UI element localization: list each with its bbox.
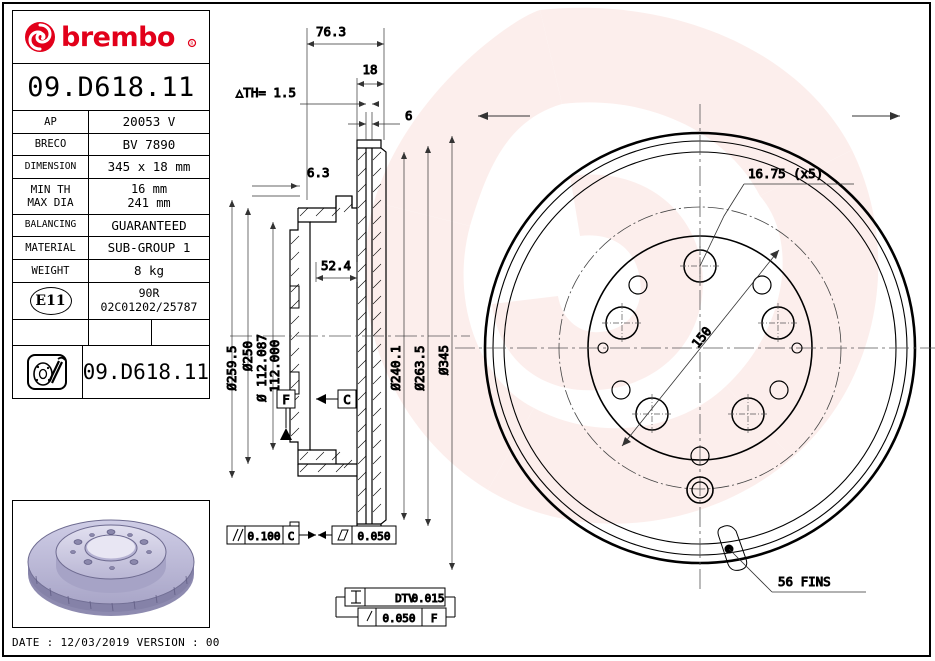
info-table: brembo R 09.D618.11 AP 20053 V BRECO BV …	[12, 10, 210, 399]
datum-c-label: C	[343, 392, 351, 407]
row-bottom-part-number: 09.D618.11	[13, 345, 209, 398]
label-dimension: DIMENSION	[13, 156, 89, 178]
label-bolt-circle: 150	[689, 324, 715, 351]
footer-date: DATE : 12/03/2019 VERSION : 00	[12, 636, 220, 649]
label-fins: 56 FINS	[778, 574, 831, 589]
row-balancing: BALANCING GUARANTEED	[13, 214, 209, 238]
brembo-logo: brembo R	[13, 11, 209, 63]
dim-dia-112-000: 112.000	[267, 340, 282, 393]
row-material: MATERIAL SUB-GROUP 1	[13, 237, 209, 260]
brake-disc-pad-icon	[13, 345, 83, 398]
brake-disc-3d-render	[27, 519, 195, 616]
label-min-th-max-dia: MIN TH MAX DIA	[13, 178, 89, 214]
dim-6: 6	[405, 108, 413, 123]
logo-row: brembo R	[13, 11, 209, 64]
label-bolt-hole-dia: 16.75 (x5)	[748, 166, 823, 181]
tol-runout-datum: F	[431, 612, 438, 625]
row-dimension: DIMENSION 345 x 18 mm	[13, 156, 209, 179]
value-weight: 8 kg	[133, 262, 165, 278]
tol-parallelism-value: 0.100	[247, 530, 280, 543]
homologation-value: 90R 02C01202/25787	[89, 283, 209, 319]
tol-dtv: DTV	[395, 592, 415, 605]
datum-f-label: F	[282, 392, 290, 407]
e11-mark: E11	[29, 286, 72, 315]
part-number-row: 09.D618.11	[13, 64, 209, 111]
label-ap: AP	[13, 111, 89, 133]
row-blank	[13, 319, 209, 346]
svg-text:R: R	[190, 41, 193, 47]
value-max-dia: 241 mm	[127, 196, 171, 211]
value-breco: BV 7890	[122, 136, 176, 152]
dim-dia-250: Ø250	[240, 341, 255, 371]
product-image	[12, 500, 210, 628]
dim-76-3: 76.3	[316, 24, 346, 39]
value-dimension: 345 x 18 mm	[107, 159, 191, 175]
dim-delta-th: △TH= 1.5	[236, 85, 296, 100]
blank-cell-1	[13, 319, 89, 345]
row-ap: AP 20053 V	[13, 111, 209, 134]
dim-52-4: 52.4	[321, 258, 351, 273]
dim-dia-345: Ø345	[436, 345, 451, 375]
value-ap: 20053 V	[122, 114, 176, 129]
brembo-logo-svg: brembo R	[25, 22, 197, 53]
dim-18: 18	[362, 62, 377, 77]
row-min-th-max-dia: MIN TH MAX DIA 16 mm 241 mm	[13, 178, 209, 215]
row-homologation: E11 90R 02C01202/25787	[13, 282, 209, 320]
brake-disc-pad-icon-svg	[27, 353, 68, 390]
value-min-th-max-dia: 16 mm 241 mm	[89, 179, 209, 214]
label-material: MATERIAL	[13, 237, 89, 259]
homologation-line2: 02C01202/25787	[100, 299, 198, 314]
homologation-line1: 90R	[138, 285, 160, 300]
e11-mark-cell: E11	[13, 282, 89, 319]
svg-text:brembo: brembo	[61, 22, 175, 53]
label-min-th: MIN TH	[30, 183, 71, 197]
row-weight: WEIGHT 8 kg	[13, 259, 209, 283]
label-max-dia: MAX DIA	[27, 196, 74, 210]
dim-dia-240-1: Ø240.1	[388, 345, 403, 390]
blank-cell-2	[89, 319, 152, 345]
row-breco: BRECO BV 7890	[13, 133, 209, 157]
label-breco: BRECO	[13, 133, 89, 156]
dim-dia-112-087: Ø 112.087	[254, 334, 269, 402]
dim-dia-259-5: Ø259.5	[224, 345, 239, 390]
label-balancing: BALANCING	[13, 214, 89, 237]
part-number: 09.D618.11	[27, 71, 195, 103]
tol-parallelism-datum: C	[288, 530, 295, 543]
dim-6-3: 6.3	[307, 165, 330, 180]
dim-dia-263-5: Ø263.5	[412, 345, 427, 390]
tol-dtv-value: 0.015	[411, 592, 444, 605]
bottom-part-number: 09.D618.11	[82, 359, 209, 384]
value-material: SUB-GROUP 1	[107, 240, 191, 256]
value-balancing: GUARANTEED	[111, 217, 187, 233]
label-weight: WEIGHT	[13, 259, 89, 282]
tol-flatness-value: 0.050	[357, 530, 390, 543]
value-min-th: 16 mm	[130, 181, 168, 196]
tol-runout-value: 0.050	[382, 612, 415, 625]
